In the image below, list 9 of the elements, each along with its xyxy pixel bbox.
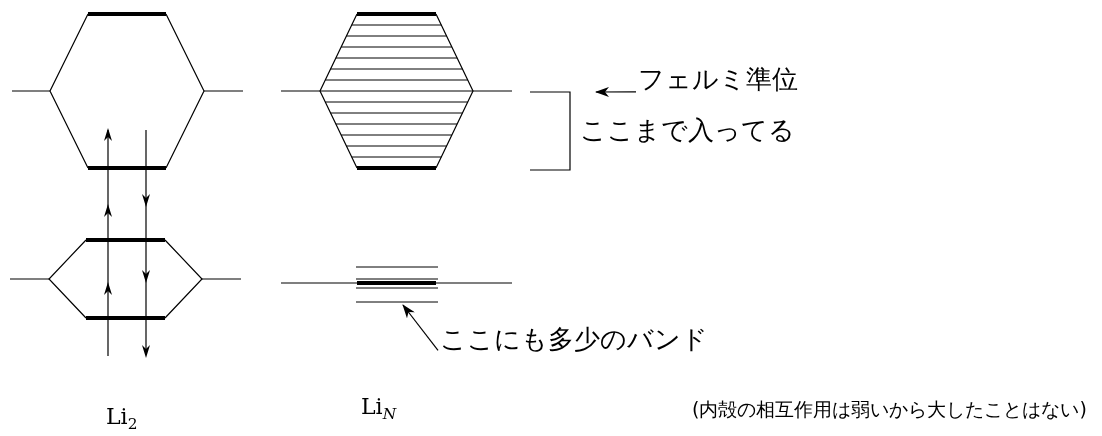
annotation-text: フェルミ準位 (638, 64, 798, 96)
core-band-drawing (280, 266, 513, 303)
annotation-text: ここにも多少のバンド (440, 324, 708, 356)
solid-label: Li$_{N}$ (361, 394, 397, 424)
leader-arrow (402, 304, 439, 351)
molecule-label: Li$_{2}$ (106, 404, 138, 434)
footnote-text: (内殻の相互作用は弱いから大したことはない) (692, 398, 1087, 421)
bracket-note: ここまで入ってる (580, 115, 795, 147)
leader-arrow (595, 86, 637, 97)
